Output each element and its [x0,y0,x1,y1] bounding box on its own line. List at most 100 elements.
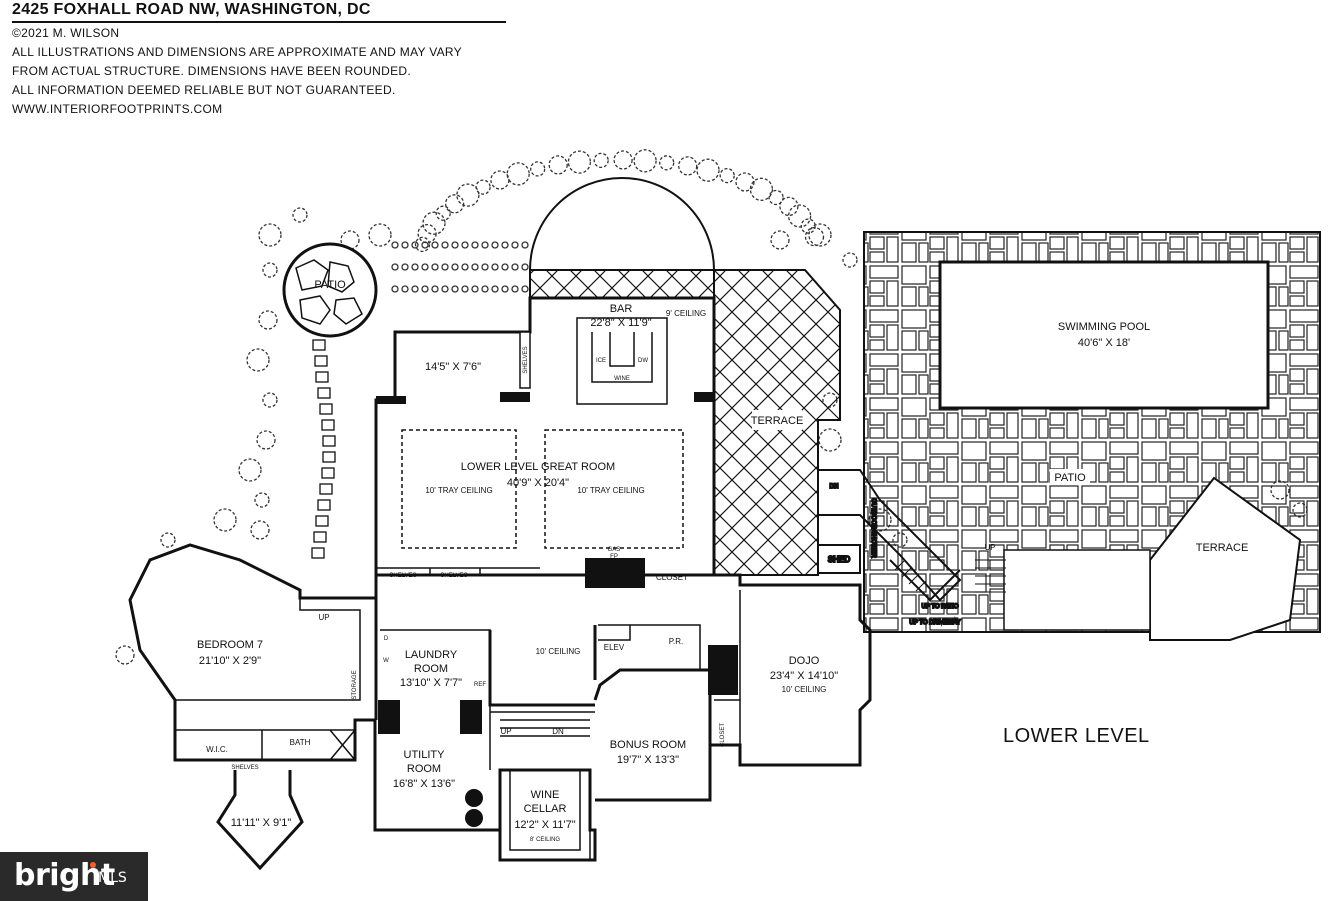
up-to-driveway-label: UP TO DRIVEWAY [909,620,960,626]
pool-dimensions: 40'6" X 18' [1078,337,1130,349]
hedge-dot [431,263,439,271]
hedge-dot [511,241,519,249]
shrub [530,161,546,177]
closet-1-label: CLOSET [656,573,688,582]
shelves-vertical: SHELVES [523,346,529,373]
shrub [659,155,675,171]
wic-label: W.I.C. [206,745,228,754]
shrub [456,183,480,207]
stepping-stones [311,339,336,559]
shrub [258,223,282,247]
closet-2-label: CLOSET [720,723,726,747]
hedge-dot [511,263,519,271]
small-room-dimensions: 11'11" X 9'1" [231,817,292,829]
hedge-dot [431,285,439,293]
bar-herringbone-strip [529,269,715,299]
hedge-dot [461,285,469,293]
hedge-dot [461,263,469,271]
brand-dot-icon [90,862,96,868]
hedge-dot [471,241,479,249]
hedge-dot [441,285,449,293]
property-address: 2425 FOXHALL ROAD NW, WASHINGTON, DC [12,1,371,18]
hedge-dot [521,263,529,271]
great-room-dimensions: 40'9" X 20'4" [507,477,569,489]
shrub [258,310,278,330]
hedge-dot [501,285,509,293]
shrub [749,177,774,201]
ice-label: ICE [596,358,606,364]
round-patio: PATIO [282,242,378,338]
shrub [593,152,609,169]
dojo-label: DOJO [789,655,820,667]
laundry-label: LAUNDRY [405,649,458,661]
w-label: W [383,658,389,664]
hedge-dot [501,263,509,271]
dn-label-1: DN [830,484,839,490]
shrub [567,150,592,174]
fp-label: FP [610,554,618,560]
hedge-dot [501,241,509,249]
d-label: D [384,636,389,642]
shrub [735,172,755,192]
shelves-3-label: SHELVES [231,765,258,771]
utility-label: UTILITY [404,749,446,761]
pool-deck: SWIMMING POOL 40'6" X 18' PATIO TERRACE … [863,231,1321,641]
interior-walls [175,317,741,860]
wine-cellar-label: WINE [531,789,560,801]
brand-suffix: MLS [98,870,127,886]
shrub [256,430,276,450]
hedge-dot [491,263,499,271]
hedge-dot [411,285,419,293]
level-label: LOWER LEVEL [1003,725,1150,747]
shelves-1-label: SHELVES [389,573,416,579]
shrub [490,170,510,190]
shrub [435,205,451,221]
hedge-dot [471,263,479,271]
shrub [842,252,858,268]
shed-label: SHED [828,555,850,564]
hedge-dot [471,285,479,293]
shrub [787,204,812,228]
hedge-dot [431,241,439,249]
tray-ceiling-1: 10' TRAY CEILING [425,486,492,495]
hedge-dot [401,285,409,293]
hedge-dot [461,241,469,249]
shrub [238,458,262,482]
terrace-2-label: TERRACE [1196,542,1249,554]
shrub [808,223,832,247]
shrub [254,492,270,508]
shrub [770,230,790,250]
dojo-dimensions: 23'4" X 14'10" [770,670,838,682]
shrub [818,428,842,452]
shrub [340,230,360,250]
patio-round-label: PATIO [314,279,346,291]
shrub [115,645,135,665]
up-label-1: UP [318,613,329,622]
nook-dimensions: 14'5" X 7'6" [425,361,481,373]
hedge-dot [421,285,429,293]
shrub [633,149,657,173]
bath-label: BATH [290,738,311,747]
shrub [768,189,784,206]
copyright-line: ©2021 M. WILSON [12,26,120,40]
dn-label-2: DN [552,727,564,736]
bonus-room-dimensions: 19'7" X 13'3" [617,754,679,766]
shrub [613,150,633,170]
website-line: WWW.INTERIORFOOTPRINTS.COM [12,102,223,116]
shrub [246,348,270,372]
hedge-dot [401,263,409,271]
tray-ceiling-2: 10' TRAY CEILING [577,486,644,495]
bonus-room-label: BONUS ROOM [610,739,686,751]
hedge-dot [491,241,499,249]
bar-dimensions: 22'8" X 11'9" [590,317,651,329]
hedge-dot [391,285,399,293]
shrub [250,520,270,540]
outdoor-stair-area: SHED OUTDOOR SHOWER UP TO PATIO UP TO DR… [817,469,962,627]
brand-name: bright [14,858,115,893]
swimming-pool [938,260,1270,410]
dojo-ceiling: 10' CEILING [782,685,827,694]
hedge-dot [491,285,499,293]
shrub [262,262,278,278]
shrub [160,532,176,548]
